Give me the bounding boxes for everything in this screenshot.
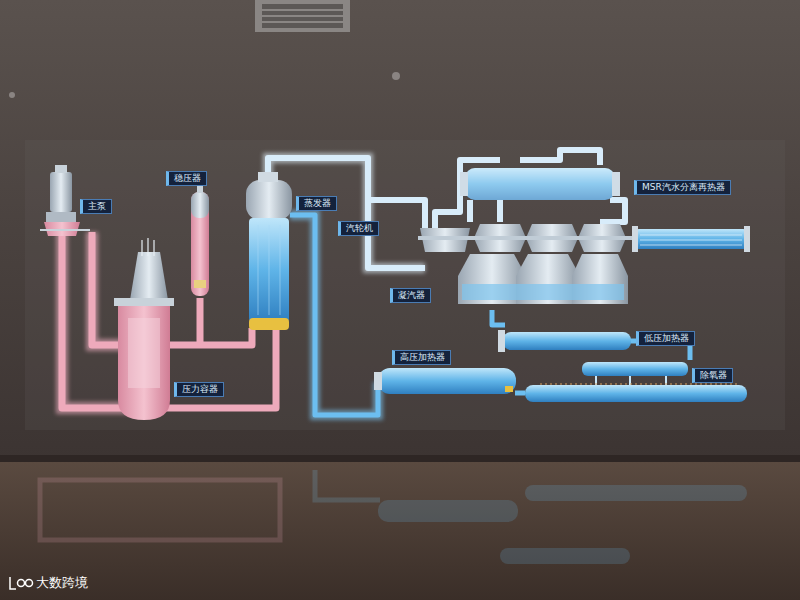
pump-tag: 主泵 (80, 199, 112, 214)
heater-tag: 低压加热器 (636, 331, 695, 346)
watermark: 大数跨境 (36, 575, 88, 591)
equipment-name: 压力容器 (182, 384, 218, 394)
generator-tag: 蒸发器 (296, 196, 337, 211)
equipment-name: 主泵 (88, 201, 106, 211)
equipment-name: 稳压器 (174, 173, 201, 183)
msr-tag: MSR汽水分离再热器 (634, 180, 731, 195)
vessel-tag: 压力容器 (174, 382, 224, 397)
pressurizer-tag: 稳压器 (166, 171, 207, 186)
equipment-name: 汽轮机 (346, 223, 373, 233)
turbine-tag: 汽轮机 (338, 221, 379, 236)
equipment-name: 高压加热器 (400, 352, 445, 362)
equipment-name: 除氧器 (700, 370, 727, 380)
equipment-name: MSR汽水分离再热器 (642, 182, 725, 192)
deaerator-tag: 除氧器 (692, 368, 733, 383)
heater-tag: 高压加热器 (392, 350, 451, 365)
condenser-tag: 凝汽器 (390, 288, 431, 303)
equipment-name: 蒸发器 (304, 198, 331, 208)
equipment-name: 凝汽器 (398, 290, 425, 300)
equipment-name: 低压加热器 (644, 333, 689, 343)
